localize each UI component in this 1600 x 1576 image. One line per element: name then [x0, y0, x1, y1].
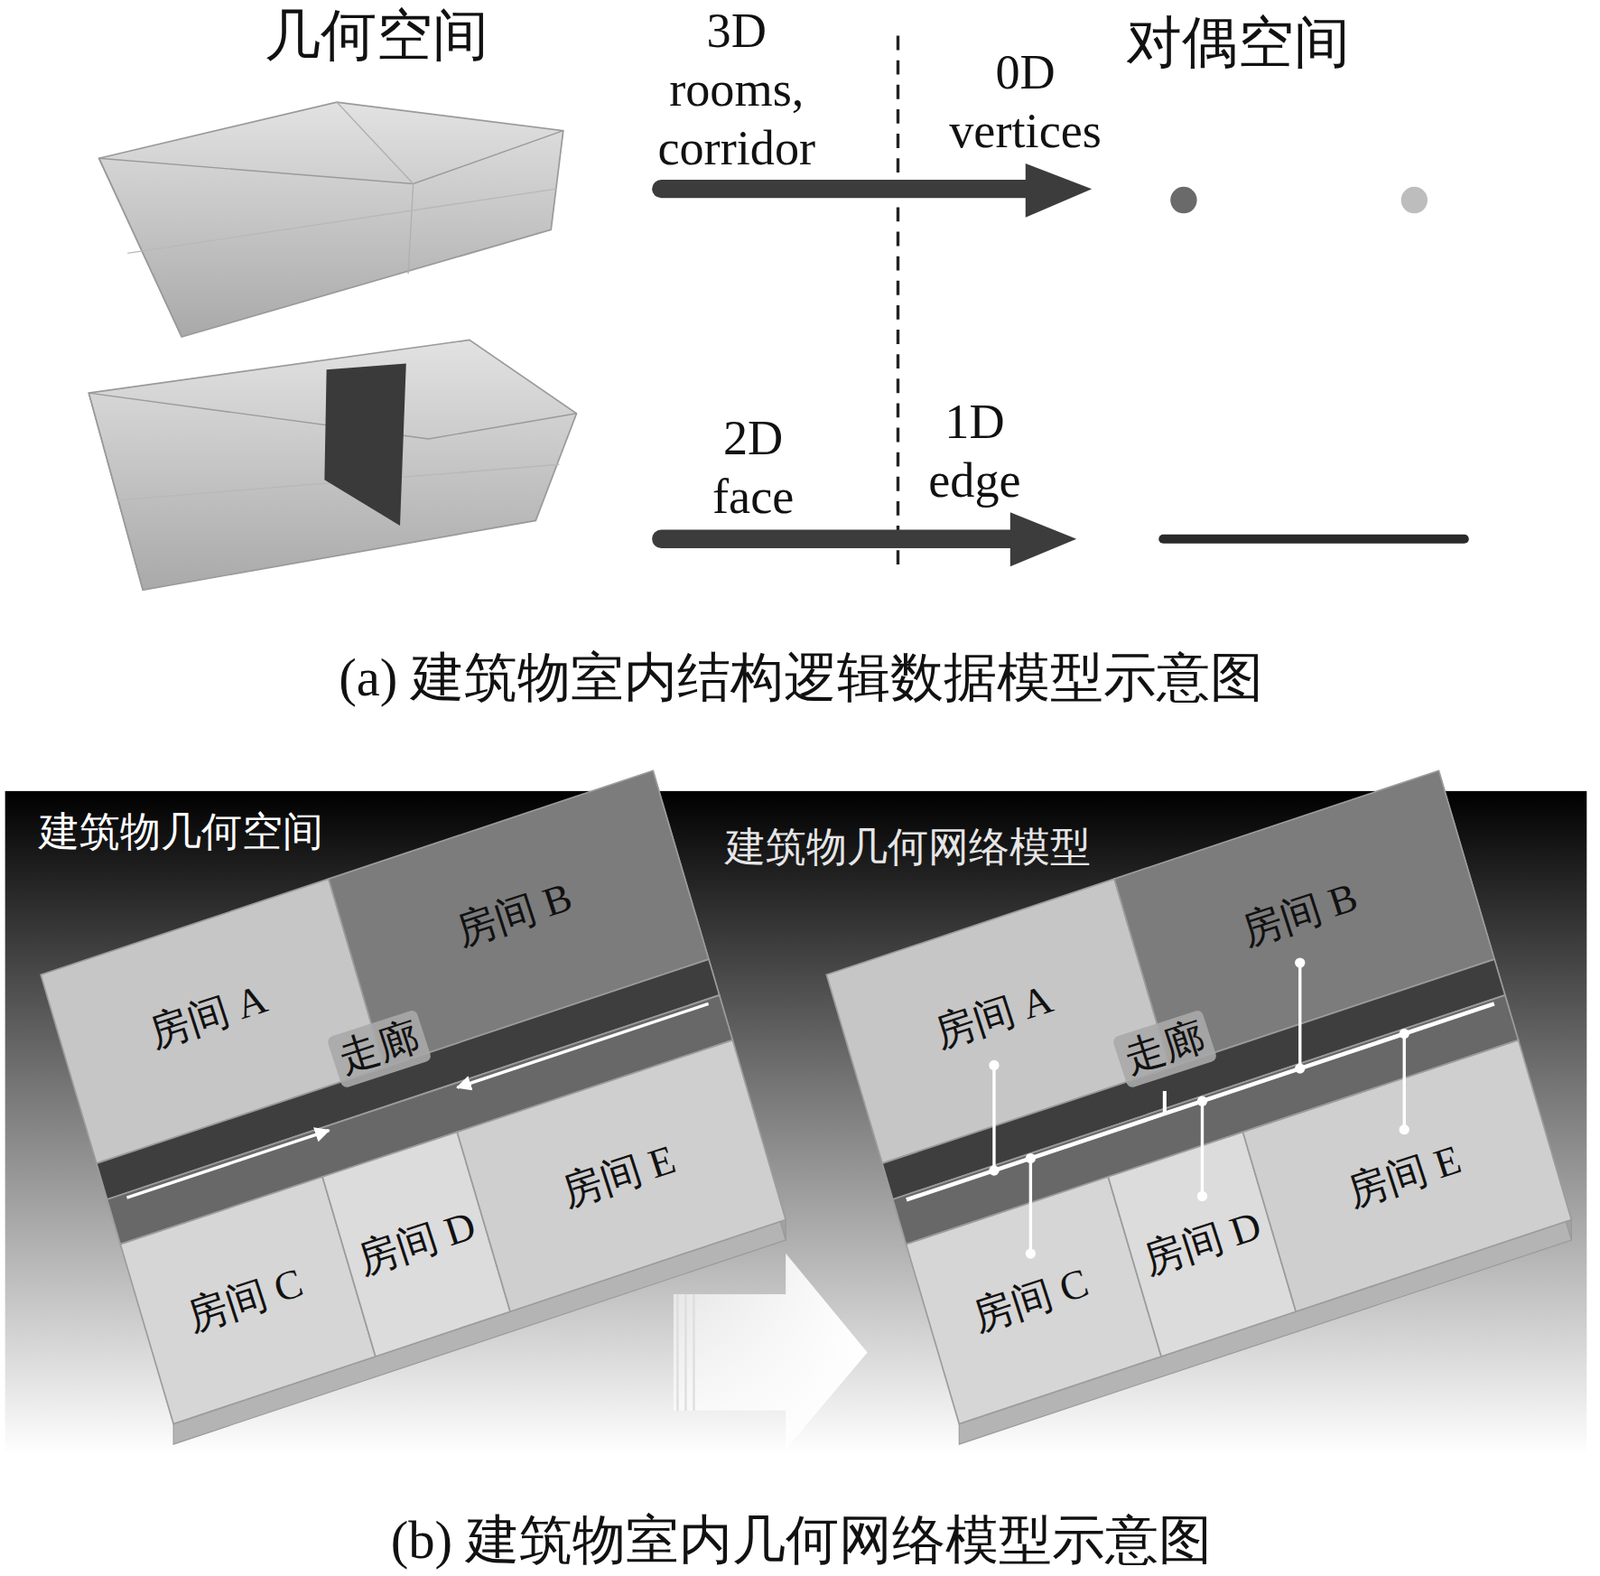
network-edge — [1030, 1090, 1164, 1254]
axis-label: 几何空间 — [264, 1, 489, 70]
axis-label: 3D rooms, corridor — [657, 1, 816, 178]
axis-label: 2D face — [712, 409, 794, 527]
mapping-arrow — [660, 163, 1092, 567]
shared-face — [324, 362, 406, 526]
transform-arrow — [673, 1253, 868, 1450]
panel-ground — [5, 790, 1588, 1455]
network-vertex — [1025, 1153, 1036, 1163]
network-vertex — [988, 1164, 999, 1175]
divider — [896, 36, 900, 568]
figure-caption: (a) 建筑物室内结构逻辑数据模型示意图 — [338, 646, 1264, 711]
axis-label: 0D vertices — [948, 43, 1102, 161]
network-vertex — [988, 1060, 999, 1070]
network-vertex — [1197, 1190, 1208, 1201]
vertex-dot — [1170, 186, 1197, 214]
room-area — [1242, 1040, 1572, 1312]
room-box-3d — [88, 339, 577, 590]
network-vertex — [1399, 1124, 1410, 1135]
room-area — [456, 1040, 786, 1312]
network-vertex — [1025, 1247, 1036, 1258]
panel-heading: 建筑物几何网络模型 — [725, 822, 1091, 872]
evacuation-arrow — [126, 1130, 329, 1199]
axis-label: 对偶空间 — [1125, 9, 1350, 77]
panel-heading: 建筑物几何空间 — [38, 807, 324, 856]
axis-label: 1D edge — [928, 392, 1021, 511]
dual-edge — [1162, 534, 1464, 544]
network-vertex — [1399, 1028, 1410, 1039]
evacuation-arrow — [457, 1003, 709, 1088]
figure-caption: (b) 建筑物室内几何网络模型示意图 — [390, 1508, 1212, 1573]
room-box-3d — [99, 102, 564, 337]
network-vertex — [1294, 957, 1305, 968]
vertex-dot — [1401, 186, 1428, 214]
